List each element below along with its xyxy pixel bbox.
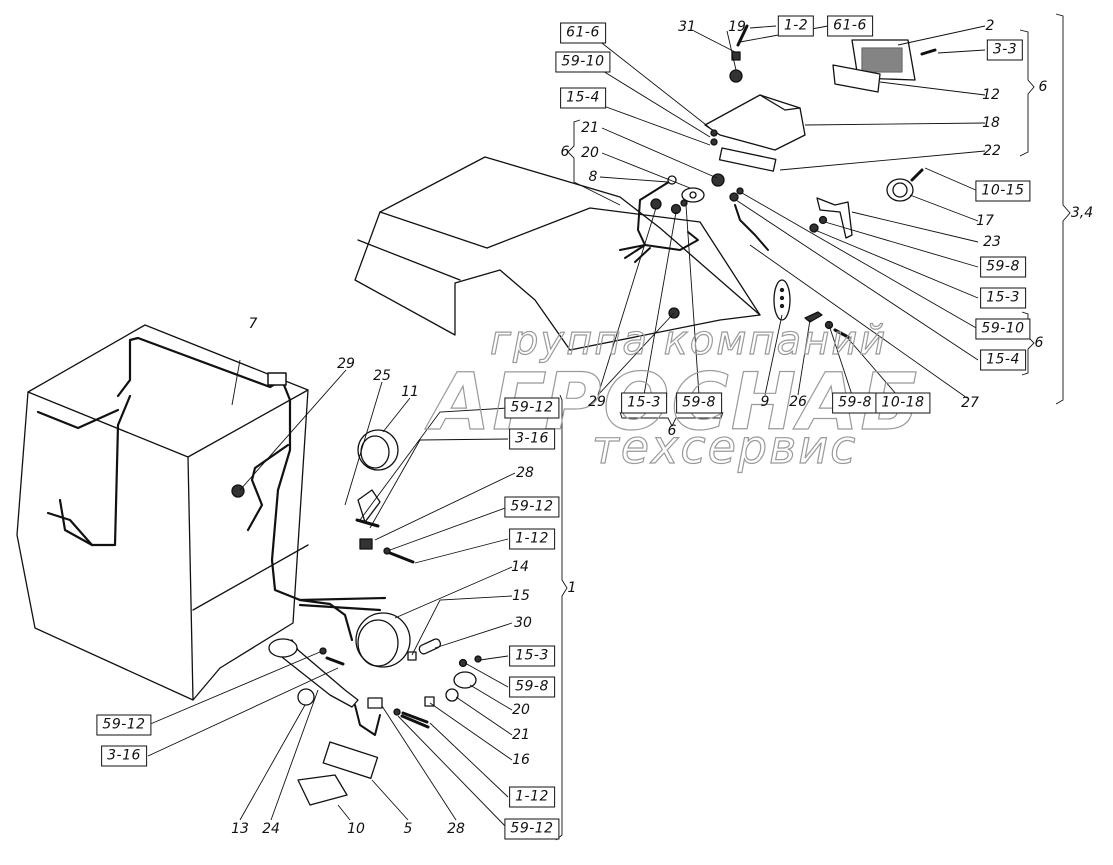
part-callout-c-28-top: 28 (516, 465, 534, 481)
lamps-left (355, 429, 482, 724)
boxed-reference-b-15-3-right: 15-3 (980, 287, 1026, 309)
group-label-g-6-mid: 6 (667, 423, 677, 439)
part-callout-c-21-top: 21 (581, 120, 599, 136)
boxed-reference-b-15-3-mid: 15-3 (621, 392, 667, 414)
boxed-reference-b-59-12-left: 59-12 (96, 714, 152, 736)
boxed-reference-b-15-4-right: 15-4 (980, 349, 1026, 371)
part-callout-c-20-top: 20 (581, 145, 599, 161)
group-label-g-6-right: 6 (1034, 335, 1044, 351)
part-callout-c-23: 23 (983, 234, 1001, 250)
boxed-reference-b-59-10-right: 59-10 (975, 318, 1031, 340)
part-callout-c-11: 11 (401, 384, 419, 400)
boxed-reference-b-1-12-b: 1-12 (509, 786, 555, 808)
part-callout-c-27: 27 (961, 395, 979, 411)
part-callout-c-30: 30 (514, 615, 532, 631)
lower-parts (268, 638, 430, 806)
part-callout-c-31: 31 (678, 19, 696, 35)
fender (354, 156, 761, 351)
part-callout-c-20-bot: 20 (512, 702, 530, 718)
boxed-reference-b-1-12-a: 1-12 (509, 528, 555, 550)
group-label-g-3-4: 3,4 (1070, 205, 1094, 221)
part-callout-c-29-left: 29 (337, 356, 355, 372)
part-callout-c-21-bot: 21 (512, 727, 530, 743)
part-callout-c-14: 14 (511, 559, 529, 575)
part-callout-c-17: 17 (976, 213, 994, 229)
boxed-reference-b-59-10-top: 59-10 (555, 51, 611, 73)
boxed-reference-b-10-15: 10-15 (975, 180, 1031, 202)
boxed-reference-b-1-2: 1-2 (777, 15, 815, 37)
part-callout-c-24: 24 (262, 821, 280, 837)
part-callout-c-28-bot: 28 (447, 821, 465, 837)
part-callout-c-5: 5 (403, 821, 413, 837)
part-callout-c-15: 15 (512, 588, 530, 604)
cab-body (16, 324, 309, 701)
part-callout-c-29-mid: 29 (588, 394, 606, 410)
fender-wiring (619, 179, 769, 263)
part-callout-c-8: 8 (588, 169, 598, 185)
part-callout-c-12: 12 (982, 87, 1000, 103)
group-label-g-6-top-right: 6 (1038, 79, 1048, 95)
part-callout-c-16: 16 (512, 752, 530, 768)
part-callout-c-2: 2 (985, 18, 995, 34)
boxed-reference-b-59-12-c: 59-12 (504, 818, 560, 840)
boxed-reference-b-15-4-top: 15-4 (560, 87, 606, 109)
part-callout-c-9: 9 (760, 394, 770, 410)
boxed-reference-b-3-3: 3-3 (986, 39, 1024, 61)
grommet-29 (231, 484, 245, 498)
group-label-g-1: 1 (567, 580, 577, 596)
part-callout-c-22: 22 (983, 143, 1001, 159)
boxed-reference-b-3-16-left: 3-16 (101, 745, 147, 767)
boxed-reference-b-61-6-left: 61-6 (560, 22, 606, 44)
part-callout-c-7: 7 (248, 316, 258, 332)
boxed-reference-b-15-3-bot: 15-3 (509, 645, 555, 667)
boxed-reference-b-59-12-b: 59-12 (504, 496, 560, 518)
top-lamp-assembly (704, 24, 937, 172)
boxed-reference-b-59-8-mid: 59-8 (676, 392, 722, 414)
group-label-g-6-top-left: 6 (560, 144, 570, 160)
boxed-reference-b-59-12-a: 59-12 (504, 397, 560, 419)
part-callout-c-10: 10 (347, 821, 365, 837)
boxed-reference-b-61-6-right: 61-6 (827, 15, 873, 37)
boxed-reference-b-3-16-a: 3-16 (509, 428, 555, 450)
boxed-reference-b-10-18: 10-18 (875, 392, 931, 414)
part-callout-c-18: 18 (982, 115, 1000, 131)
part-callout-c-25: 25 (373, 368, 391, 384)
boxed-reference-b-59-8-bot: 59-8 (509, 676, 555, 698)
part-callout-c-13: 13 (231, 821, 249, 837)
part-callout-c-26: 26 (789, 394, 807, 410)
leader-lines (147, 13, 1071, 841)
part-callout-c-19: 19 (728, 19, 746, 35)
boxed-reference-b-59-8-right: 59-8 (980, 256, 1026, 278)
connector-block (267, 372, 287, 386)
boxed-reference-b-59-8-low: 59-8 (832, 392, 878, 414)
